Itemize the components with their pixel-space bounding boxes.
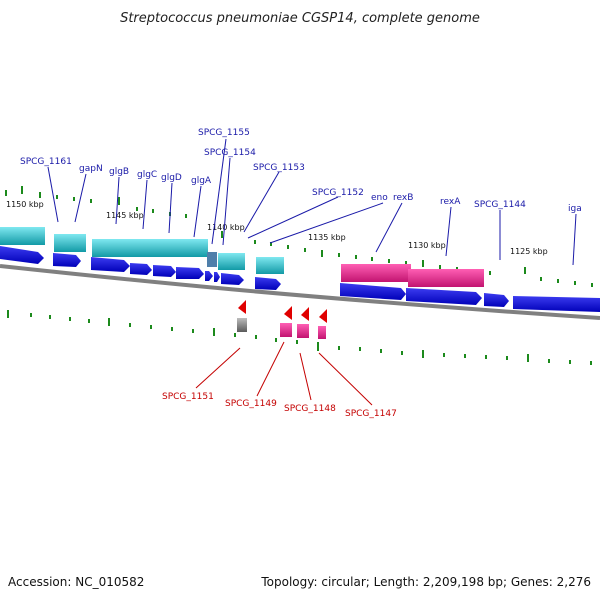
red-arrow: [238, 300, 246, 314]
cds-track: [0, 246, 600, 312]
gene-label: SPCG_1153: [253, 163, 305, 173]
gene-box: [256, 257, 284, 274]
gene-box: [218, 253, 245, 270]
cds-arrow: [91, 257, 130, 272]
gene-box: [0, 227, 45, 245]
cds-arrow: [130, 263, 152, 275]
bottom-leader-lines: [195, 341, 373, 406]
gene-label: glgA: [191, 176, 212, 186]
inner-ticks: [7, 310, 592, 365]
gene-box: [92, 239, 208, 257]
gene-box: [297, 324, 309, 338]
gene-box: [207, 252, 217, 267]
gene-label: gapN: [79, 164, 103, 174]
gene-box: [318, 326, 326, 339]
gene-label: SPCG_1152: [312, 188, 364, 198]
red-arrow: [319, 309, 327, 323]
gene-label: glgD: [161, 173, 182, 183]
cds-arrow: [214, 272, 220, 282]
scale-label-1135: 1135 kbp: [308, 233, 346, 242]
cds-arrow: [0, 246, 44, 264]
gene-label: rexB: [393, 193, 413, 203]
cds-arrow: [255, 277, 281, 290]
cds-arrow: [205, 271, 213, 281]
cds-arrow: [221, 273, 244, 285]
scale-label-1150: 1150 kbp: [6, 200, 44, 209]
top-leader-lines: [47, 138, 577, 266]
gene-label: glgB: [109, 167, 129, 177]
accession-text: Accession: NC_010582: [8, 575, 144, 589]
gene-label: SPCG_1151: [162, 392, 214, 402]
gene-label: SPCG_1149: [225, 399, 277, 409]
gene-label: glgC: [137, 170, 157, 180]
gene-box: [54, 234, 86, 252]
gene-box: [280, 323, 292, 337]
map-title: Streptococcus pneumoniae CGSP14, complet…: [120, 11, 480, 26]
gene-box: [408, 269, 484, 287]
cds-arrow: [53, 253, 81, 267]
gene-label: rexA: [440, 197, 461, 207]
topology-summary: Topology: circular; Length: 2,209,198 bp…: [260, 575, 591, 589]
gene-label: SPCG_1147: [345, 409, 397, 419]
gene-box: [341, 264, 411, 282]
scale-label-1130: 1130 kbp: [408, 241, 446, 250]
gene-label: iga: [568, 204, 582, 214]
gene-label: SPCG_1155: [198, 128, 250, 138]
cds-arrow: [513, 296, 600, 312]
cds-arrow: [406, 288, 482, 305]
gene-label: SPCG_1154: [204, 148, 256, 158]
scale-label-1125: 1125 kbp: [510, 247, 548, 256]
reverse-strand-features: [237, 300, 327, 339]
red-arrow: [284, 306, 292, 320]
magenta-track: [341, 264, 484, 287]
cds-arrow: [153, 265, 176, 277]
gene-label: SPCG_1144: [474, 200, 526, 210]
cds-arrow: [340, 283, 406, 300]
scale-label-1145: 1145 kbp: [106, 211, 144, 220]
red-arrow: [301, 307, 309, 321]
cds-arrow: [176, 267, 204, 279]
gene-box: [237, 318, 247, 332]
gene-label: eno: [371, 193, 388, 203]
rna-track: [0, 227, 284, 274]
gene-label: SPCG_1161: [20, 157, 72, 167]
scale-label-1140: 1140 kbp: [207, 223, 245, 232]
genome-backbone: [0, 264, 600, 320]
gene-label: SPCG_1148: [284, 404, 336, 414]
cds-arrow: [484, 293, 509, 307]
